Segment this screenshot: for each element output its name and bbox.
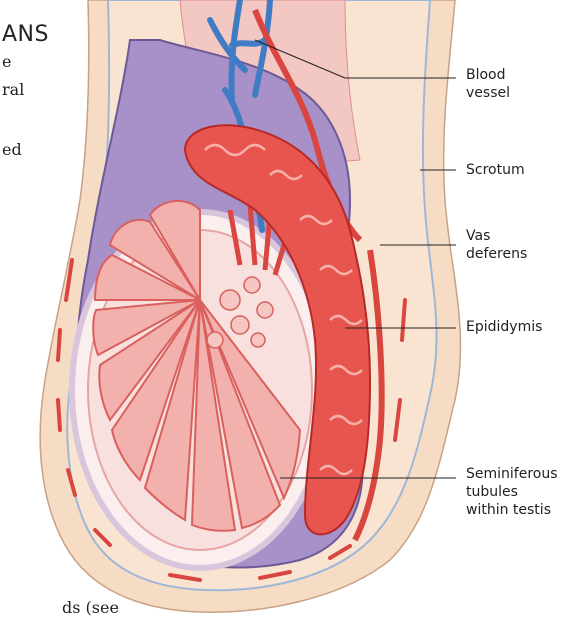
- heading-fragment: ANS: [2, 22, 49, 47]
- page-text-fragment: ds (see: [62, 598, 119, 617]
- label-epididymis: Epididymis: [466, 318, 542, 336]
- page-text-fragment: ed: [2, 140, 22, 159]
- label-seminiferous-tubules: Seminiferous tubules within testis: [466, 465, 558, 519]
- page-text-fragment: e: [2, 52, 11, 71]
- page-text-fragment: ral: [2, 80, 24, 99]
- label-blood-vessel: Blood vessel: [466, 66, 510, 102]
- label-scrotum: Scrotum: [466, 161, 525, 179]
- label-vas-deferens: Vas deferens: [466, 227, 527, 263]
